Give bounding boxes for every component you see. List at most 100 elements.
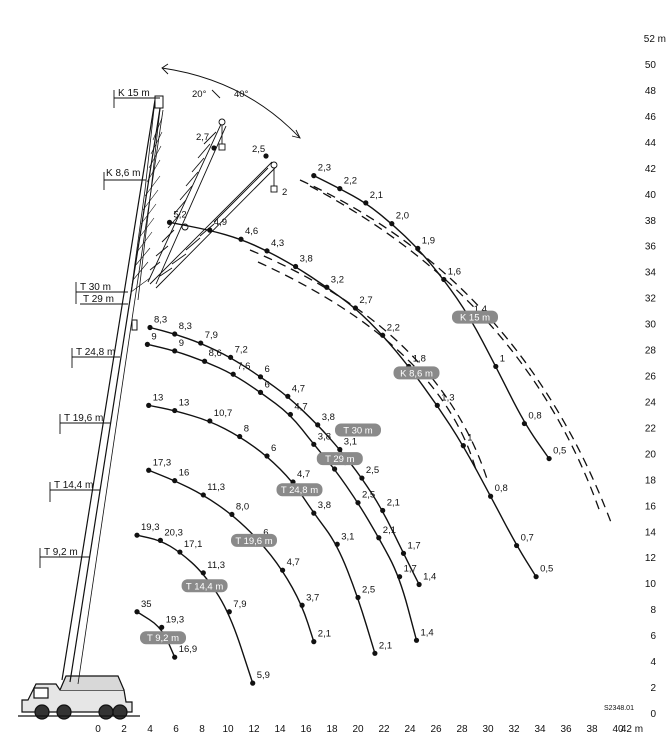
boom-label-t144: T 14,4 m bbox=[54, 480, 93, 491]
y-tick-label: 38 bbox=[645, 216, 657, 227]
load-point bbox=[285, 393, 291, 399]
load-label: 1,6 bbox=[448, 266, 461, 277]
load-label: 2,5 bbox=[362, 490, 375, 501]
y-tick-label: 50 bbox=[645, 60, 657, 71]
boom-label-t29: T 29 m bbox=[83, 294, 114, 305]
y-tick-label: 48 bbox=[645, 86, 657, 97]
load-point bbox=[202, 358, 208, 364]
load-point bbox=[264, 453, 270, 459]
load-label: 3,8 bbox=[322, 412, 335, 423]
load-label: 10,7 bbox=[214, 408, 233, 419]
load-label: 2,0 bbox=[396, 211, 409, 222]
x-tick-label: 10 bbox=[222, 724, 234, 735]
load-label: 1,8 bbox=[413, 353, 426, 364]
load-point bbox=[207, 418, 213, 424]
load-label: 2,1 bbox=[370, 190, 383, 201]
y-tick-label: 30 bbox=[645, 320, 657, 331]
curve-tag-bg bbox=[276, 483, 323, 497]
y-tick-label: 40 bbox=[645, 190, 657, 201]
load-label: 3,8 bbox=[318, 500, 331, 511]
load-point bbox=[359, 475, 365, 481]
crane-carrier bbox=[18, 675, 140, 720]
load-label: 1 bbox=[500, 353, 505, 364]
load-point bbox=[380, 507, 386, 514]
load-label: 8,3 bbox=[154, 314, 167, 325]
load-point bbox=[337, 186, 343, 192]
y-tick-label: 20 bbox=[645, 449, 657, 460]
load-label: 4,7 bbox=[294, 401, 307, 412]
y-tick-label: 42 bbox=[645, 164, 657, 175]
load-curve bbox=[148, 469, 315, 642]
y-tick-label: 34 bbox=[645, 268, 657, 279]
load-label: 19,3 bbox=[166, 614, 185, 625]
load-label: 13 bbox=[179, 398, 190, 409]
load-label: 0,5 bbox=[553, 446, 566, 457]
load-point bbox=[397, 574, 403, 580]
load-point bbox=[311, 441, 317, 447]
load-point bbox=[238, 236, 244, 242]
y-tick-label: 10 bbox=[645, 579, 657, 590]
x-tick-label: 12 bbox=[248, 724, 260, 735]
boom-label-t196: T 19,6 m bbox=[64, 413, 103, 424]
load-label: 7,2 bbox=[235, 344, 248, 355]
load-label: 2,5 bbox=[362, 584, 375, 595]
load-point bbox=[172, 407, 178, 414]
y-tick-label: 22 bbox=[645, 423, 657, 434]
load-point bbox=[237, 433, 243, 440]
boom-length-labels: K 15 m K 8,6 m T 30 m T 29 m T 24,8 m T … bbox=[44, 88, 287, 558]
load-point bbox=[177, 549, 183, 555]
load-label: 2,1 bbox=[379, 640, 392, 651]
y-tick-label: 2 bbox=[650, 683, 656, 694]
load-curve bbox=[136, 534, 254, 684]
y-tick-label: 0 bbox=[650, 709, 656, 720]
load-point bbox=[363, 200, 369, 206]
load-label: 1,9 bbox=[422, 235, 435, 246]
load-curve bbox=[169, 221, 537, 578]
load-point bbox=[299, 602, 305, 608]
load-point bbox=[166, 219, 173, 225]
jib-load-label: 2,5 bbox=[252, 144, 265, 155]
curve-tag-label: T 29 m bbox=[325, 454, 354, 465]
curve-tag-label: T 30 m bbox=[343, 426, 372, 437]
y-tick-label: 28 bbox=[645, 346, 657, 357]
load-point bbox=[146, 402, 152, 408]
load-point bbox=[229, 511, 235, 518]
load-point bbox=[441, 276, 447, 283]
jib-load-label: 2,7 bbox=[196, 132, 209, 143]
load-point bbox=[311, 510, 317, 516]
load-label: 0,7 bbox=[521, 533, 534, 544]
y-tick-label: 12 bbox=[645, 553, 657, 564]
load-point bbox=[355, 594, 361, 601]
load-label: 6 bbox=[263, 527, 268, 538]
load-curve bbox=[149, 326, 420, 585]
load-label: 4,7 bbox=[292, 383, 305, 394]
load-point bbox=[460, 443, 466, 449]
y-tick-label: 36 bbox=[645, 242, 657, 253]
load-point bbox=[250, 680, 256, 686]
load-point bbox=[311, 639, 317, 645]
curve-tag-label: T 19,6 m bbox=[235, 536, 272, 547]
load-point bbox=[380, 332, 386, 338]
x-tick-label: 30 bbox=[482, 724, 494, 735]
load-label: 11,3 bbox=[207, 560, 225, 571]
load-point bbox=[172, 654, 178, 660]
curve-tag-label: T 14,4 m bbox=[186, 581, 223, 592]
load-label: 1,7 bbox=[408, 540, 421, 551]
load-label: 3,2 bbox=[331, 274, 344, 285]
load-point bbox=[226, 609, 232, 615]
y-unit-label: 52 m bbox=[644, 34, 666, 45]
load-point bbox=[293, 263, 299, 270]
curve-tag-label: T 24,8 m bbox=[281, 485, 318, 496]
load-label: 6 bbox=[265, 364, 270, 375]
x-tick-label: 16 bbox=[300, 724, 312, 735]
boom-label-k86: K 8,6 m bbox=[106, 168, 140, 179]
y-tick-label: 46 bbox=[645, 112, 657, 123]
load-point bbox=[434, 402, 440, 408]
load-label: 6 bbox=[265, 379, 270, 390]
load-label: 7,6 bbox=[237, 361, 250, 372]
luffing-jib-40 bbox=[149, 118, 278, 289]
load-point bbox=[413, 637, 420, 643]
y-tick-label: 44 bbox=[645, 138, 657, 149]
load-label: 19,3 bbox=[141, 522, 160, 533]
